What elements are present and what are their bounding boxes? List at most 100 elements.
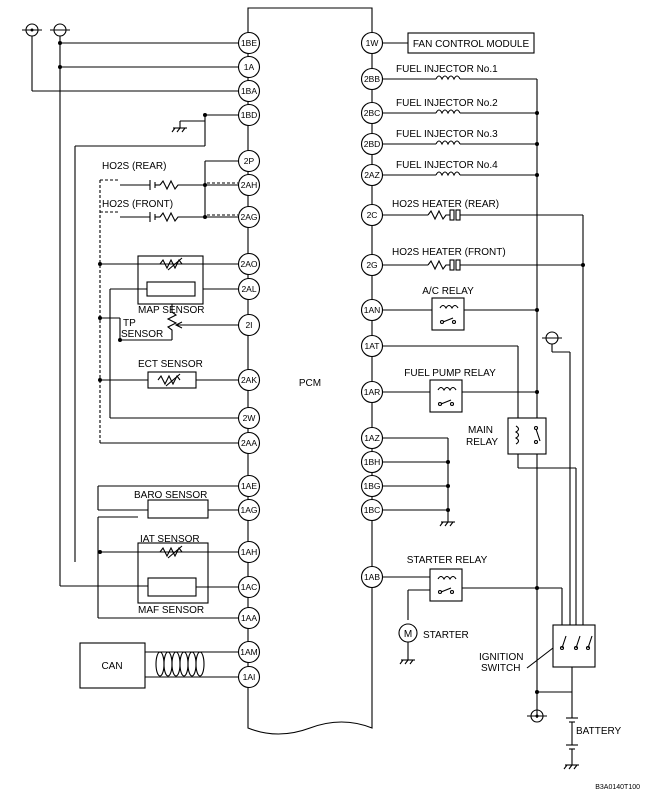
pin-left-1ai [237,665,261,689]
figure-code: B3A0140T100 [595,784,640,791]
pin-label-1ae: 1AE [241,481,257,491]
pin-left-2aa [237,431,261,455]
pin-label-1ai: 1AI [243,672,256,682]
pin-right-1bc [360,498,384,522]
ect-sensor-label: ECT SENSOR [138,359,203,370]
starter-relay-label: STARTER RELAY [407,555,488,566]
pcm-label: PCM [299,378,321,389]
ho2s-heater-rear-label: HO2S HEATER (REAR) [392,199,499,210]
pin-right-1bg [360,474,384,498]
pin-right-1ar [360,380,384,404]
pin-right-1at [360,334,384,358]
pin-label-1w: 1W [366,38,379,48]
pin-label-1ah: 1AH [241,547,258,557]
pin-left-1be [237,31,261,55]
pin-right-2bd [360,132,384,156]
pin-label-2i: 2I [245,320,252,330]
pin-label-2aa: 2AA [241,438,257,448]
pin-right-2bc [360,101,384,125]
pin-left-1ac [237,575,261,599]
starter-label: STARTER [423,630,469,641]
pin-label-1ba: 1BA [241,86,257,96]
left-wiring [22,23,238,689]
fuel-injector-1-label: FUEL INJECTOR No.1 [396,64,498,75]
pcm-left-pins: 1BE 1A 1BA 1BD 2P 2AH 2AG 2AO 2AL 2I 2AK 2W 2AA 1AE 1A… [237,31,261,689]
pin-label-1bd: 1BD [241,110,258,120]
fuel-injector-3-label: FUEL INJECTOR No.3 [396,129,498,140]
pin-left-2ag [237,205,261,229]
pin-left-1bd [237,103,261,127]
tp-sensor-label-2: SENSOR [121,329,163,340]
pin-left-1ae [237,474,261,498]
pin-label-2ag: 2AG [240,212,257,222]
map-sensor-label: MAP SENSOR [138,305,205,316]
pin-right-1ab [360,565,384,589]
main-relay-label-2: RELAY [466,437,498,448]
pin-label-2p: 2P [244,156,255,166]
pin-label-1az: 1AZ [364,433,380,443]
pin-left-2al [237,277,261,301]
pin-label-2bc: 2BC [364,108,381,118]
pin-left-2p [237,149,261,173]
ho2s-heater-front-label: HO2S HEATER (FRONT) [392,247,506,258]
motor-symbol: M [404,629,412,640]
iat-sensor-label: IAT SENSOR [140,534,200,545]
pin-label-1ab: 1AB [364,572,380,582]
pcm-right-pins: 1W2BB2BC2BD2AZ2C2G1AN1AT1AR1AZ1BH1BG1BC1… [360,31,384,589]
pin-label-1bc: 1BC [364,505,381,515]
pin-label-1ac: 1AC [241,582,258,592]
pin-label-1at: 1AT [365,341,380,351]
pin-right-1bh [360,450,384,474]
pin-label-2g: 2G [366,260,377,270]
pin-left-2ak [237,368,261,392]
right-wiring [382,32,596,770]
pin-label-2bb: 2BB [364,74,380,84]
pin-right-1w [360,31,384,55]
pin-left-2i [237,313,261,337]
fuel-pump-relay-label: FUEL PUMP RELAY [404,368,496,379]
pin-right-1az [360,426,384,450]
pin-left-2ao [237,252,261,276]
pin-label-1bh: 1BH [364,457,381,467]
ignition-switch-label-1: IGNITION [479,652,523,663]
baro-sensor-label: BARO SENSOR [134,490,207,501]
pin-label-2c: 2C [367,210,378,220]
battery-label: BATTERY [576,726,622,737]
pin-label-2w: 2W [243,413,256,423]
pin-left-1a [237,55,261,79]
ac-relay-label: A/C RELAY [422,286,474,297]
ho2s-rear-label: HO2S (REAR) [102,161,166,172]
pin-left-1ah [237,540,261,564]
pin-label-1be: 1BE [241,38,257,48]
pin-right-2g [360,253,384,277]
pin-label-2ak: 2AK [241,375,257,385]
maf-sensor-label: MAF SENSOR [138,605,204,616]
pin-right-2bb [360,67,384,91]
ho2s-front-label: HO2S (FRONT) [102,199,173,210]
pin-label-1an: 1AN [364,305,381,315]
pin-label-1am: 1AM [240,647,257,657]
pin-left-1aa [237,606,261,630]
pin-left-1am [237,640,261,664]
pin-right-2c [360,203,384,227]
can-label: CAN [101,661,122,672]
tp-sensor-label-1: TP [123,318,136,329]
fuel-injector-2-label: FUEL INJECTOR No.2 [396,98,498,109]
pin-left-1ba [237,79,261,103]
pin-label-1ag: 1AG [240,505,257,515]
pcm-body [247,7,373,735]
pin-label-1a: 1A [244,62,255,72]
fuel-injector-4-label: FUEL INJECTOR No.4 [396,160,498,171]
pin-label-2al: 2AL [241,284,256,294]
fan-control-module-label: FAN CONTROL MODULE [413,39,530,50]
pin-left-2w [237,406,261,430]
pin-label-2ah: 2AH [241,180,258,190]
pin-left-2ah [237,173,261,197]
pin-label-2bd: 2BD [364,139,381,149]
pin-right-2az [360,163,384,187]
pin-label-2az: 2AZ [364,170,380,180]
ignition-switch-label-2: SWITCH [481,663,520,674]
pin-label-2ao: 2AO [240,259,257,269]
pin-label-1bg: 1BG [363,481,380,491]
